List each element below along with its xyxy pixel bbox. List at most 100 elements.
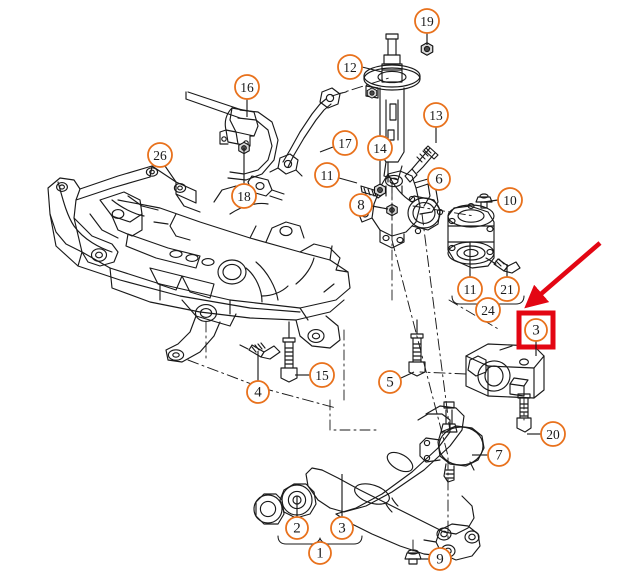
- callout-number: 6: [435, 172, 443, 188]
- callout-12[interactable]: 12: [337, 54, 383, 80]
- callout-19[interactable]: 19: [414, 8, 440, 45]
- callout-ring: [427, 167, 451, 191]
- ball-joint-shape: [419, 401, 485, 483]
- suspension-strut-shape: [363, 33, 421, 183]
- callout-leader-line: [361, 66, 383, 73]
- callout-4[interactable]: 4: [246, 351, 270, 404]
- callout-number: 21: [500, 282, 514, 297]
- callout-leader-line: [319, 146, 334, 153]
- callout-number: 4: [254, 385, 262, 401]
- callout-17[interactable]: 17: [319, 130, 358, 156]
- callout-15[interactable]: 15: [295, 362, 335, 388]
- control-arm-bush-bracket-shape: [465, 343, 545, 399]
- callout-ring: [457, 276, 483, 302]
- callout-ring: [314, 162, 340, 188]
- callout-ring: [540, 421, 566, 447]
- fastener-14: [373, 183, 387, 197]
- callout-leader-line: [483, 199, 499, 203]
- callout-number: 14: [373, 141, 387, 156]
- callout-9[interactable]: 9: [416, 547, 452, 571]
- coupling-rod-shape: [269, 87, 347, 177]
- callout-ring: [330, 516, 354, 540]
- subframe-crossmember-shape: [47, 165, 351, 363]
- callout-leader-line: [338, 177, 358, 184]
- callout-number: 17: [338, 136, 352, 151]
- callout-10[interactable]: 10: [483, 187, 523, 213]
- callout-number: 5: [386, 375, 394, 391]
- callout-number: 24: [481, 303, 495, 318]
- callout-2[interactable]: 2: [285, 496, 309, 540]
- callout-ring: [337, 54, 363, 80]
- callout-number: 19: [420, 14, 434, 29]
- callout-number: 18: [237, 189, 251, 204]
- assembly-centrelines: [187, 76, 525, 553]
- callout-ring: [147, 142, 173, 168]
- callout-24[interactable]: 24: [475, 297, 501, 323]
- callout-number: 7: [495, 448, 503, 464]
- callout-number: 20: [546, 427, 560, 442]
- anti-roll-bar-shape: [185, 91, 285, 201]
- callout-ring: [332, 130, 358, 156]
- callout-11[interactable]: 11: [457, 242, 483, 302]
- callout-ring: [378, 370, 402, 394]
- callout-21[interactable]: 21: [494, 264, 520, 302]
- callout-ring: [246, 380, 270, 404]
- callout-3[interactable]: 3: [524, 318, 548, 356]
- callout-8[interactable]: 8: [349, 193, 389, 217]
- callout-leader-line: [371, 205, 389, 210]
- callout-number: 26: [153, 148, 167, 163]
- callout-ring: [349, 193, 373, 217]
- callout-5[interactable]: 5: [378, 370, 415, 394]
- callout-16[interactable]: 16: [234, 74, 260, 117]
- callout-14[interactable]: 14: [367, 135, 393, 185]
- layout-guides: [205, 179, 501, 431]
- callout-20[interactable]: 20: [527, 421, 566, 447]
- callout-leader-line: [400, 371, 415, 379]
- callout-ring: [367, 135, 393, 161]
- callout-number: 10: [503, 193, 517, 208]
- callout-ring: [414, 8, 440, 34]
- callout-7[interactable]: 7: [472, 443, 511, 467]
- callout-leader-line: [164, 165, 177, 183]
- fastener-21: [485, 257, 521, 274]
- fastener-15: [280, 321, 298, 383]
- callout-26[interactable]: 26: [147, 142, 177, 183]
- fastener-5: [408, 319, 426, 377]
- callout-1[interactable]: 1: [308, 541, 332, 565]
- callout-ring: [428, 547, 452, 571]
- callout-number: 9: [436, 552, 444, 568]
- callout-number: 11: [321, 168, 334, 183]
- callout-ring: [285, 516, 309, 540]
- callout-6[interactable]: 6: [413, 167, 451, 191]
- fastener-4: [239, 342, 281, 360]
- callout-ring: [475, 297, 501, 323]
- callout-ring: [487, 443, 511, 467]
- callout-number: 3: [532, 323, 540, 339]
- callout-ring: [497, 187, 523, 213]
- callout-ring: [494, 276, 520, 302]
- callout-number: 13: [429, 108, 443, 123]
- fastener-13: [404, 145, 439, 183]
- callout-11[interactable]: 11: [314, 162, 358, 188]
- callout-number: 1: [316, 546, 324, 562]
- callout-ring: [524, 318, 548, 342]
- callout-ring: [308, 541, 332, 565]
- callout-number: 2: [293, 521, 301, 537]
- wheel-hub-bearing-shape: [447, 203, 495, 269]
- callout-18[interactable]: 18: [231, 148, 257, 209]
- callout-number: 12: [343, 60, 357, 75]
- track-control-arm-shape: [253, 405, 481, 561]
- callout-ring: [309, 362, 335, 388]
- callout-number: 8: [357, 198, 365, 214]
- callout-3[interactable]: 3: [330, 474, 354, 540]
- callout-ring: [231, 183, 257, 209]
- callout-ring: [423, 102, 449, 128]
- callout-leader-line: [413, 178, 429, 184]
- callout-number: 3: [338, 521, 346, 537]
- callout-13[interactable]: 13: [423, 102, 449, 143]
- callout-number: 11: [464, 282, 477, 297]
- red-highlight-arrow: [524, 241, 602, 309]
